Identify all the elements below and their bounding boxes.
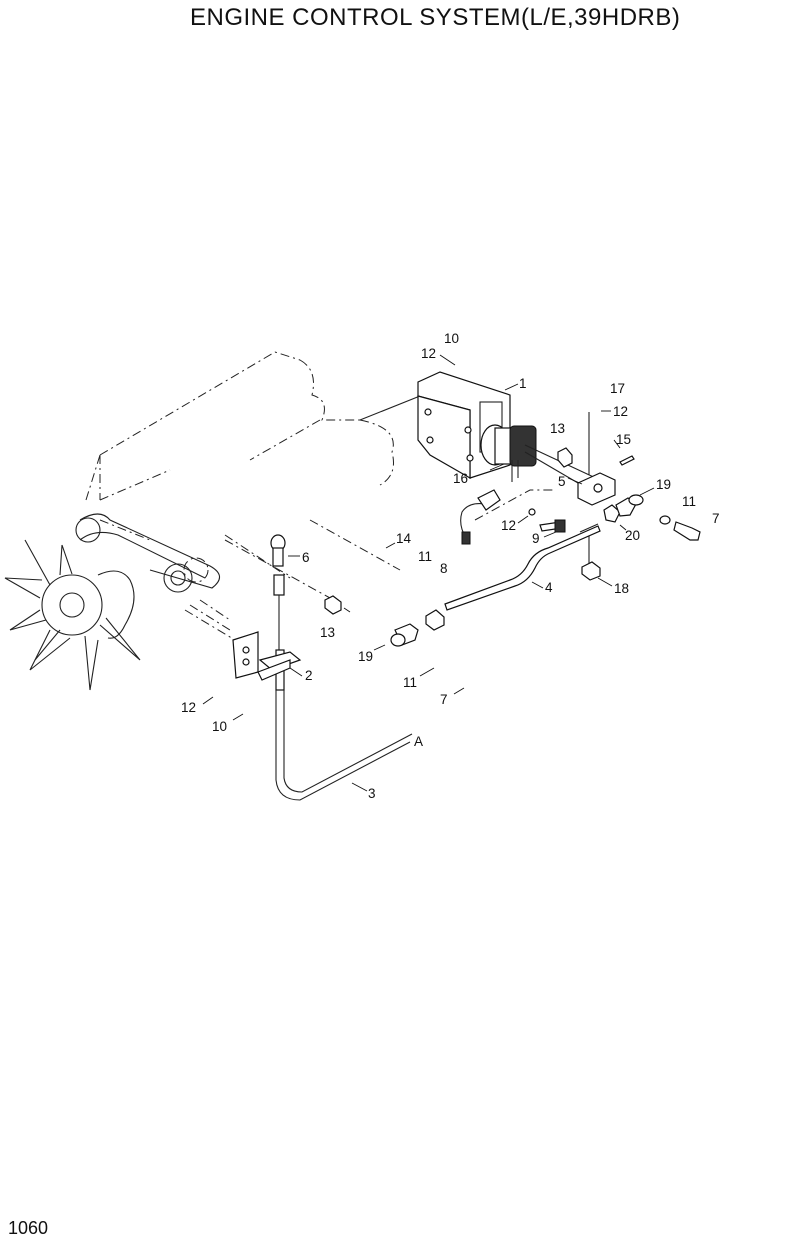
page-title: ENGINE CONTROL SYSTEM(L/E,39HDRB) <box>190 4 681 31</box>
part-label-11: 11 <box>682 494 696 509</box>
part-label-19: 19 <box>656 477 671 492</box>
part-label-13: 13 <box>550 421 565 436</box>
wire-connector <box>460 489 555 545</box>
part-label-8: 8 <box>440 561 448 576</box>
bolt-part-9 <box>528 508 566 533</box>
connection-marker-a: A <box>414 734 423 749</box>
part-label-3: 3 <box>368 786 376 801</box>
part-label-7: 7 <box>712 511 720 526</box>
nut-part-18 <box>581 561 601 581</box>
part-label-15: 15 <box>616 432 631 447</box>
bracket-part-2 <box>232 631 291 681</box>
part-label-16: 16 <box>453 471 468 486</box>
part-label-17: 17 <box>610 381 625 396</box>
part-label-11: 11 <box>418 549 432 564</box>
leader-lines <box>202 354 655 792</box>
part-label-4: 4 <box>545 580 553 595</box>
part-label-6: 6 <box>302 550 310 565</box>
part-label-14: 14 <box>396 531 412 546</box>
part-label-12: 12 <box>421 346 436 361</box>
part-label-7: 7 <box>440 692 448 707</box>
part-label-13: 13 <box>320 625 335 640</box>
part-label-5: 5 <box>558 474 566 489</box>
page-number: 1060 <box>8 1218 49 1238</box>
part-label-9: 9 <box>532 531 540 546</box>
cooling-fan <box>4 539 141 691</box>
part-label-1: 1 <box>519 376 527 391</box>
control-rod-part-4 <box>444 523 601 611</box>
part-label-10: 10 <box>212 719 227 734</box>
engine-block-outline <box>75 351 421 641</box>
part-label-18: 18 <box>614 581 629 596</box>
part-label-2: 2 <box>305 668 313 683</box>
part-label-12: 12 <box>613 404 628 419</box>
part-label-12: 12 <box>501 518 516 533</box>
part-label-11: 11 <box>403 675 417 690</box>
part-label-12: 12 <box>181 700 196 715</box>
part-label-19: 19 <box>358 649 373 664</box>
rod-end-cluster-right <box>603 494 701 541</box>
part-label-20: 20 <box>625 528 640 543</box>
actuator-motor-part-16 <box>480 424 601 491</box>
part-label-10: 10 <box>444 331 459 346</box>
clevis-part-5 <box>577 472 616 506</box>
rod-end-cluster-left <box>324 595 445 647</box>
